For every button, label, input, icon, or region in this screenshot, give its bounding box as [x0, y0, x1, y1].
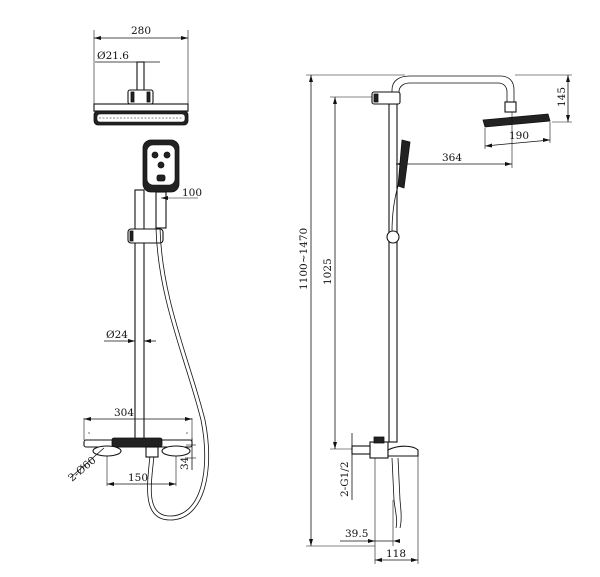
spout-side [391, 457, 398, 529]
dim-label-holes: 2-Ø60 [66, 454, 98, 484]
ball-joint [504, 101, 517, 113]
dim-inlet-centers: 150 [106, 456, 177, 486]
rain-head-top [93, 103, 189, 112]
dim-label-riser-dia: Ø24 [106, 329, 128, 341]
dim-arm-drop: 145 [515, 74, 572, 123]
dim-valve-depth: 118 [375, 450, 419, 564]
side-view: 1100~1470 1025 145 [298, 74, 572, 564]
hand-shower-handle [155, 191, 167, 229]
dim-label-280: 280 [131, 25, 151, 37]
dim-label-thread: 2-G1/2 [339, 461, 351, 497]
inlet-connector [351, 445, 371, 455]
dim-label-304: 304 [114, 407, 134, 419]
valve-body-side [369, 441, 389, 459]
dim-label-100: 100 [182, 187, 202, 199]
dim-head-diameter: 190 [484, 122, 551, 149]
rain-head-side [482, 113, 551, 128]
connector-side-grip [373, 93, 379, 103]
dim-inlet-thread: 2-G1/2 [339, 433, 353, 500]
riser-pipe [134, 189, 145, 441]
dim-arm-diameter: Ø21.6 [95, 50, 160, 63]
dim-riser-diameter: Ø24 [104, 329, 156, 343]
hose [147, 227, 210, 521]
slide-holder-side [386, 230, 400, 244]
dim-label-total-height: 1100~1470 [298, 228, 310, 290]
slide-bar-holder [127, 228, 164, 244]
inlet-cover-right [161, 445, 191, 457]
diverter-outlet [145, 446, 159, 458]
dim-shelf-height: 34 [179, 438, 196, 470]
connector-grip-left [130, 91, 135, 103]
holder-grip [129, 230, 134, 242]
dim-label-145: 145 [556, 87, 568, 107]
dim-label-arm-dia: Ø21.6 [97, 50, 129, 62]
valve-side [351, 436, 419, 529]
dim-riser-height: 1025 [322, 96, 375, 450]
dim-label-118: 118 [386, 548, 406, 560]
dim-label-190: 190 [509, 130, 529, 142]
hand-shower-side [397, 139, 411, 189]
arm-connector-side [371, 91, 401, 105]
dim-handheld-offset: 100 [161, 187, 202, 200]
front-view: 280 Ø21.6 100 [66, 25, 210, 521]
connector-grip-right [146, 91, 151, 103]
shower-arm [136, 61, 145, 95]
hand-shower-handle-side [391, 185, 399, 233]
riser-pipe-side [388, 103, 398, 443]
shower-arm-side [391, 75, 515, 102]
dim-arm-reach: 364 [396, 112, 513, 168]
dim-label-364: 364 [442, 152, 462, 164]
dim-label-34: 34 [179, 456, 191, 470]
shelf-side [387, 445, 419, 457]
dim-mount-holes: 2-Ø60 [66, 447, 105, 484]
mixer-valve-body [111, 437, 163, 448]
dim-label-1025: 1025 [322, 258, 334, 285]
dim-label-39-5: 39.5 [345, 528, 368, 540]
dim-valve-offset: 39.5 [340, 458, 400, 564]
dim-total-height: 1100~1470 [298, 74, 405, 547]
dim-label-150: 150 [128, 472, 148, 484]
dim-head-width: 280 [93, 25, 189, 112]
dim-shelf-width: 304 [83, 407, 193, 440]
hand-shower-front [142, 139, 180, 229]
